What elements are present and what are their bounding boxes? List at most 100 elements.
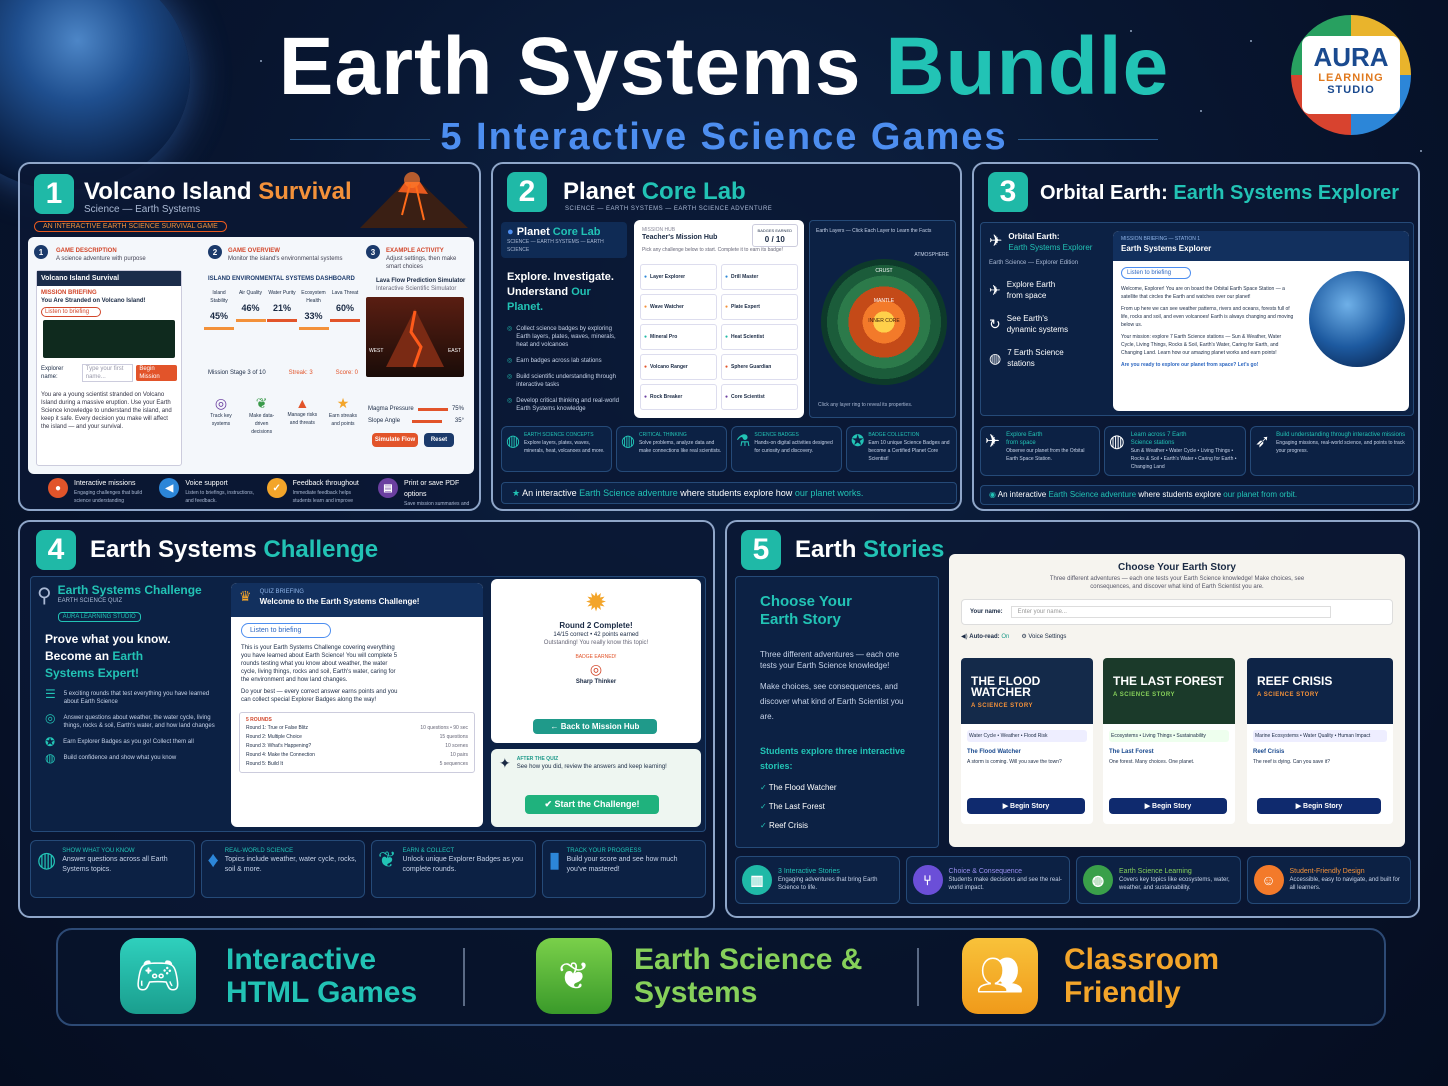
skill-label: Make data-driven decisions bbox=[249, 413, 275, 435]
branch-icon: ⑂ bbox=[912, 865, 943, 895]
mission-hub-screen: MISSION HUB Teacher's Mission Hub BADGES… bbox=[634, 220, 804, 418]
list-item: ◎Answer questions about weather, the wat… bbox=[45, 711, 215, 729]
stat-label: Air Quality bbox=[238, 290, 263, 296]
step-sub: A science adventure with purpose bbox=[56, 256, 146, 262]
name-input[interactable]: Enter your name... bbox=[1010, 606, 1331, 618]
stat-value: 21% bbox=[272, 303, 291, 313]
station-icon: ● bbox=[725, 333, 729, 340]
round-name: Round 5: Build It bbox=[246, 761, 283, 767]
hub-label: MISSION HUB bbox=[642, 227, 676, 233]
party-icon: ✦ bbox=[499, 755, 511, 771]
begin-story-button[interactable]: ▶ Begin Story bbox=[1109, 798, 1227, 814]
station-icon: ● bbox=[644, 363, 648, 370]
list-item: ◍Build confidence and show what you know bbox=[45, 751, 177, 765]
telescope-icon: ⚲ bbox=[37, 585, 52, 607]
begin-story-button[interactable]: ▶ Begin Story bbox=[1257, 798, 1381, 814]
explore-label: Students explore three interactive stori… bbox=[760, 746, 906, 771]
mantle-label: MANTLE bbox=[873, 298, 895, 304]
station-card[interactable]: ●Layer Explorer bbox=[640, 264, 717, 290]
logo-line2: LEARNING bbox=[1318, 72, 1384, 84]
check-icon: ✓ bbox=[760, 783, 767, 792]
begin-mission-button[interactable]: Begin Mission bbox=[136, 365, 177, 381]
round-detail: 10 scenes bbox=[445, 743, 468, 749]
satellite-icon: ✈ bbox=[989, 281, 1001, 298]
station-card[interactable]: ●Rock Breaker bbox=[640, 384, 717, 410]
footer-title: Feedback throughout bbox=[292, 480, 359, 487]
station-card[interactable]: ●Mineral Pro bbox=[640, 324, 717, 350]
reset-button[interactable]: Reset bbox=[424, 433, 454, 447]
station-card[interactable]: ●Sphere Guardian bbox=[721, 354, 798, 380]
story-check: ✓ Reef Crisis bbox=[760, 821, 809, 830]
back-to-hub-button[interactable]: ← Back to Mission Hub bbox=[533, 719, 657, 734]
sidebar-item[interactable]: ✈Explore Earth from space bbox=[989, 280, 1056, 300]
sidebar-list: ☰5 exciting rounds that test everything … bbox=[37, 687, 221, 765]
sidebar-item[interactable]: ◍7 Earth Science stations bbox=[989, 348, 1064, 368]
station-card[interactable]: ●Drill Master bbox=[721, 264, 798, 290]
listen-button[interactable]: Listen to briefing bbox=[41, 307, 101, 317]
panel-number: 2 bbox=[507, 172, 547, 212]
listen-button[interactable]: Listen to briefing bbox=[1121, 267, 1191, 279]
station-card[interactable]: ●Wave Watcher bbox=[640, 294, 717, 320]
satellite-icon: ✈ bbox=[985, 431, 1001, 451]
slope-value: 35° bbox=[454, 418, 464, 424]
target-icon: ◎ bbox=[45, 711, 56, 725]
start-challenge-button[interactable]: ✔ Start the Challenge! bbox=[525, 795, 659, 814]
story-desc: The reef is dying. Can you save it? bbox=[1253, 759, 1330, 765]
voice-settings-button[interactable]: ⚙ Voice Settings bbox=[1021, 634, 1067, 640]
simulate-button[interactable]: Simulate Flow bbox=[372, 433, 418, 447]
lava-flow-map: WEST EAST bbox=[366, 297, 464, 377]
story-desc: A storm is coming. Will you save the tow… bbox=[967, 759, 1062, 765]
station-icon: ● bbox=[644, 303, 648, 310]
list-item: ✪Earn Explorer Badges as you go! Collect… bbox=[45, 735, 194, 749]
station-card[interactable]: ●Core Scientist bbox=[721, 384, 798, 410]
star-icon: ★ bbox=[512, 488, 521, 498]
panel-earth-stories: 5 Earth Stories Choose Your Earth Story … bbox=[725, 520, 1420, 918]
station-card[interactable]: ●Volcano Ranger bbox=[640, 354, 717, 380]
station-card[interactable]: ●Heat Scientist bbox=[721, 324, 798, 350]
badge-earned-label: BADGE EARNED! bbox=[575, 654, 617, 660]
earth-layers-screen: Earth Layers — Click Each Layer to Learn… bbox=[809, 220, 956, 418]
result-note: Outstanding! You really know this topic! bbox=[543, 640, 649, 646]
magma-value: 75% bbox=[451, 406, 464, 412]
stat-label: Water Purity bbox=[268, 290, 296, 296]
west-label: WEST bbox=[369, 348, 384, 354]
listen-button[interactable]: Listen to briefing bbox=[241, 623, 331, 638]
stations-grid: ●Layer Explorer●Drill Master●Wave Watche… bbox=[640, 264, 798, 414]
result-card: ✹ Round 2 Complete! 14/15 correct • 42 p… bbox=[491, 579, 701, 743]
layers-hint: Click any layer ring to reveal its prope… bbox=[818, 402, 913, 408]
begin-story-button[interactable]: ▶ Begin Story bbox=[967, 798, 1085, 814]
earth-cross-section[interactable]: CRUST MANTLE INNER CORE bbox=[821, 259, 947, 385]
station-icon: ● bbox=[725, 273, 729, 280]
station-icon: ● bbox=[725, 303, 729, 310]
subtitle-divider-left bbox=[290, 139, 430, 140]
globe-icon: ◍ bbox=[37, 847, 57, 872]
list-item: ☰5 exciting rounds that test everything … bbox=[45, 687, 210, 705]
stat-value: 33% bbox=[304, 311, 323, 321]
magma-slider[interactable] bbox=[417, 407, 448, 411]
station-name: Mineral Pro bbox=[650, 333, 678, 340]
score: Score: 0 bbox=[335, 370, 358, 376]
stat-bar bbox=[267, 319, 297, 322]
stat: Water Purity 21% bbox=[267, 289, 297, 330]
explorer-input[interactable]: Type your first name... bbox=[81, 364, 134, 382]
round-row: Round 3: What's Happening?10 scenes bbox=[246, 742, 468, 751]
page-subtitle: 5 Interactive Science Games bbox=[440, 116, 1008, 158]
game-header: Volcano Island Survival bbox=[37, 271, 181, 286]
dashboard-title: ISLAND ENVIRONMENTAL SYSTEMS DASHBOARD bbox=[208, 276, 355, 282]
station-icon: ● bbox=[644, 393, 648, 400]
slope-slider[interactable] bbox=[412, 419, 443, 423]
autoread-toggle[interactable]: ◀) Auto-read: On bbox=[961, 634, 1010, 640]
station-icon: ● bbox=[644, 273, 648, 280]
globe-icon: ◍ bbox=[989, 349, 1002, 366]
speaker-icon: ◀) bbox=[961, 634, 968, 640]
quiz-note: Do your best — every correct answer earn… bbox=[241, 689, 398, 703]
sidebar-item[interactable]: ↻See Earth's dynamic systems bbox=[989, 314, 1069, 334]
station-card[interactable]: ●Plate Expert bbox=[721, 294, 798, 320]
